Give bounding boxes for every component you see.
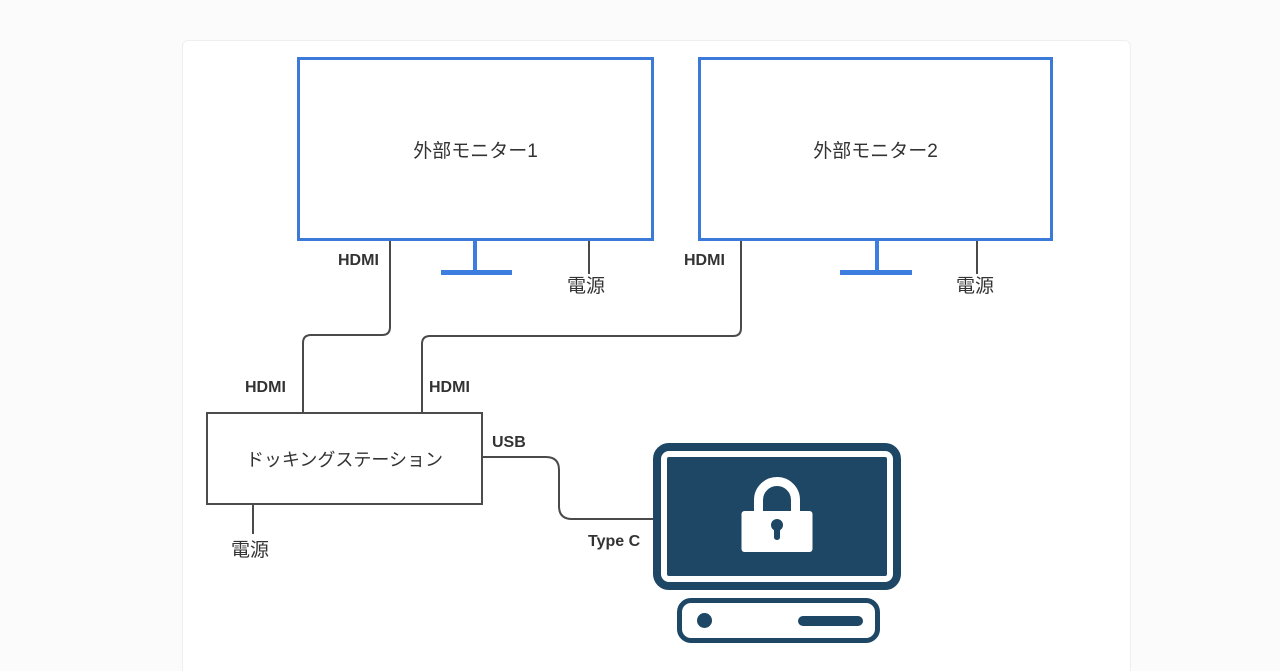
lock-keyhole [771,519,783,531]
docking-station-box: ドッキングステーション [206,412,483,505]
external-monitor-1-box: 外部モニター1 [297,57,654,241]
hdmi-label-monitor2: HDMI [684,252,725,269]
power-label-monitor1: 電源 [567,276,606,297]
hdmi-cable-monitor1 [302,241,391,412]
usb-label: USB [492,434,526,451]
computer-power-dot [697,613,712,628]
usb-typec-cable [483,456,654,520]
computer-base-unit-icon [677,598,880,643]
external-monitor-2-label: 外部モニター2 [813,140,938,162]
power-label-dock: 電源 [231,540,270,561]
hdmi-label-dock-port2: HDMI [429,379,470,396]
hdmi-label-dock-port1: HDMI [245,379,286,396]
computer-screen [667,457,887,576]
external-monitor-1-label: 外部モニター1 [413,140,538,162]
docking-station-label: ドッキングステーション [245,449,444,470]
lock-keyhole-stem [774,527,780,540]
hdmi-label-monitor1: HDMI [338,252,379,269]
type-c-label: Type C [588,533,641,550]
lock-shackle [754,477,800,515]
computer-monitor-icon [653,443,901,590]
lock-icon [741,477,813,552]
hdmi-cable-monitor2 [421,241,742,412]
power-label-monitor2: 電源 [956,276,995,297]
computer-drive-slot [798,616,863,626]
external-monitor-2-box: 外部モニター2 [698,57,1053,241]
